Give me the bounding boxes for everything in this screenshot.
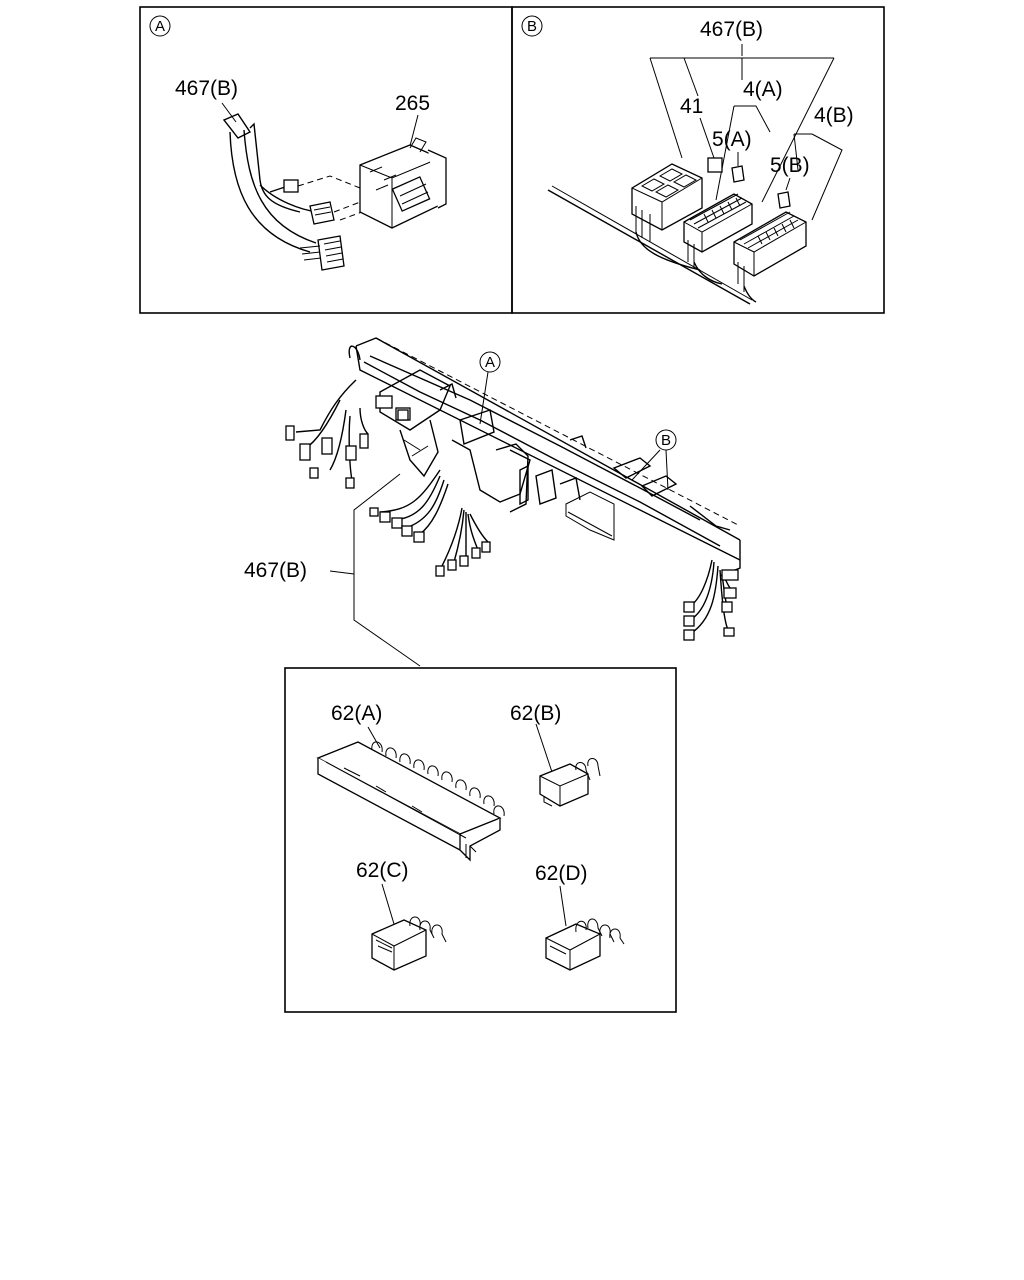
relay-a-label: 62(A)	[331, 702, 382, 725]
panel-b-fuse-a	[731, 165, 745, 183]
detail-panel-a: A 467(B) 265	[139, 6, 513, 314]
relay-b-drawing	[535, 723, 601, 807]
relay-c-drawing	[371, 883, 447, 971]
relay-d-drawing	[545, 885, 625, 971]
panel-a-connector-leader	[409, 114, 419, 147]
main-marker-a: A	[485, 354, 495, 371]
main-harness-bracket	[353, 473, 421, 667]
panel-b-harness-label: 467(B)	[700, 18, 763, 41]
panel-b-fuse-block-b-label: 4(B)	[814, 104, 854, 127]
relay-c-label: 62(C)	[356, 859, 409, 882]
panel-a-harness-drawing	[222, 113, 447, 271]
panel-b-fuse-a-label: 5(A)	[712, 128, 752, 151]
panel-b-cover-label: 41	[680, 95, 703, 118]
panel-b-fuse-b-label: 5(B)	[770, 154, 810, 177]
main-marker-b: B	[661, 432, 671, 449]
relay-panel-frame	[284, 667, 677, 1013]
panel-a-connector-label: 265	[395, 92, 430, 115]
detail-panel-b: B 467(B) 4(A) 41 4(B) 5(A) 5(B)	[511, 6, 885, 314]
left-branch-connectors	[285, 379, 369, 489]
dashboard-beam	[348, 337, 741, 577]
relay-d-label: 62(D)	[535, 862, 588, 885]
panel-b-fuse-box	[631, 163, 703, 271]
main-harness-label: 467(B)	[244, 559, 307, 582]
panel-b-frame	[511, 6, 885, 314]
panel-a-marker-circle	[149, 15, 171, 37]
panel-b-marker-circle	[521, 15, 543, 37]
panel-b-cover-clip	[707, 157, 723, 173]
relay-panel: 62(A) 62(B) 62(C) 62(D)	[284, 667, 677, 1013]
relay-a-drawing	[316, 726, 505, 862]
panel-b-fuse-block-b	[733, 211, 807, 303]
main-harness-assembly: A B 467(B)	[244, 337, 741, 667]
relay-a-blades	[371, 741, 505, 817]
panel-a-harness-leader	[221, 102, 237, 123]
relay-b-label: 62(B)	[510, 702, 561, 725]
panel-b-fuse-b	[777, 191, 791, 209]
panel-b-fuse-block-a-label: 4(A)	[743, 78, 783, 101]
center-bracket	[375, 369, 615, 541]
panel-b-leaders	[649, 44, 843, 221]
panel-b-harness-rod	[547, 189, 751, 305]
right-branch-connectors	[683, 559, 739, 641]
lower-branch-connectors	[369, 469, 491, 577]
main-marker-a-circle	[479, 351, 501, 373]
panel-b-fuse-block-a	[683, 193, 753, 285]
panel-b-marker: B	[527, 18, 537, 35]
panel-a-marker: A	[155, 18, 165, 35]
panel-a-harness-label: 467(B)	[175, 77, 238, 100]
